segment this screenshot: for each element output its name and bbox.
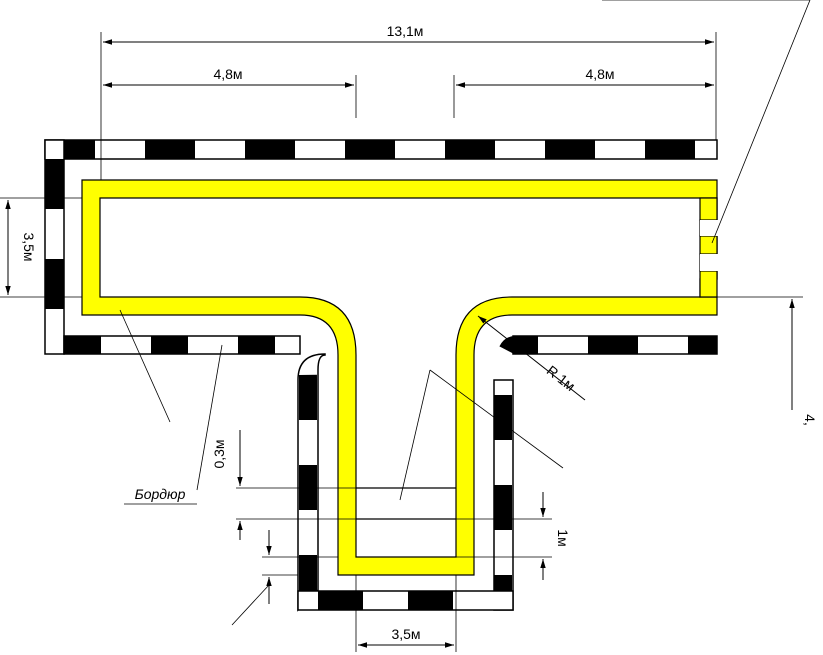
leader-bottom-left bbox=[231, 584, 270, 626]
dim-radius-label: R 1м bbox=[544, 362, 579, 394]
white-gap-1 bbox=[700, 220, 718, 236]
dim-total-label: 13,1м bbox=[387, 23, 424, 39]
white-gap-2 bbox=[700, 254, 718, 271]
dim-arm-label: 3,5м bbox=[21, 232, 37, 261]
dim-left-label: 4,8м bbox=[213, 66, 242, 82]
dimensions: 13,1м 4,8м 4,8м 3,5м 4, R 1м 0,3м 1м bbox=[0, 23, 818, 652]
leader-top-right-diag bbox=[711, 0, 811, 244]
yellow-notch-2 bbox=[699, 235, 718, 255]
dim-stop-label: 1м bbox=[555, 529, 571, 546]
curb-stem-left-dashes bbox=[295, 336, 317, 600]
dim-right-label: 4,8м bbox=[585, 66, 614, 82]
yellow-notch-1 bbox=[699, 197, 718, 221]
curb-label: Бордюр bbox=[135, 486, 186, 502]
dim-stem-label: 3,5м bbox=[391, 626, 420, 642]
curb-border bbox=[44, 139, 718, 612]
dim-gap-label: 0,3м bbox=[211, 439, 227, 468]
curb-stem-right-dashes bbox=[494, 336, 518, 600]
leader-left-marking bbox=[119, 309, 171, 423]
yellow-inner bbox=[99, 197, 718, 558]
leader-curb bbox=[196, 344, 223, 491]
yellow-marking bbox=[81, 179, 718, 576]
leader-stem-mark bbox=[399, 369, 431, 501]
leaders: Бордюр bbox=[119, 0, 811, 626]
leader-stem-mark-2 bbox=[429, 369, 564, 469]
dim-right-edge-label: 4, bbox=[802, 414, 818, 426]
dim-radius-line bbox=[477, 315, 586, 401]
yellow-notch-3 bbox=[699, 270, 718, 298]
